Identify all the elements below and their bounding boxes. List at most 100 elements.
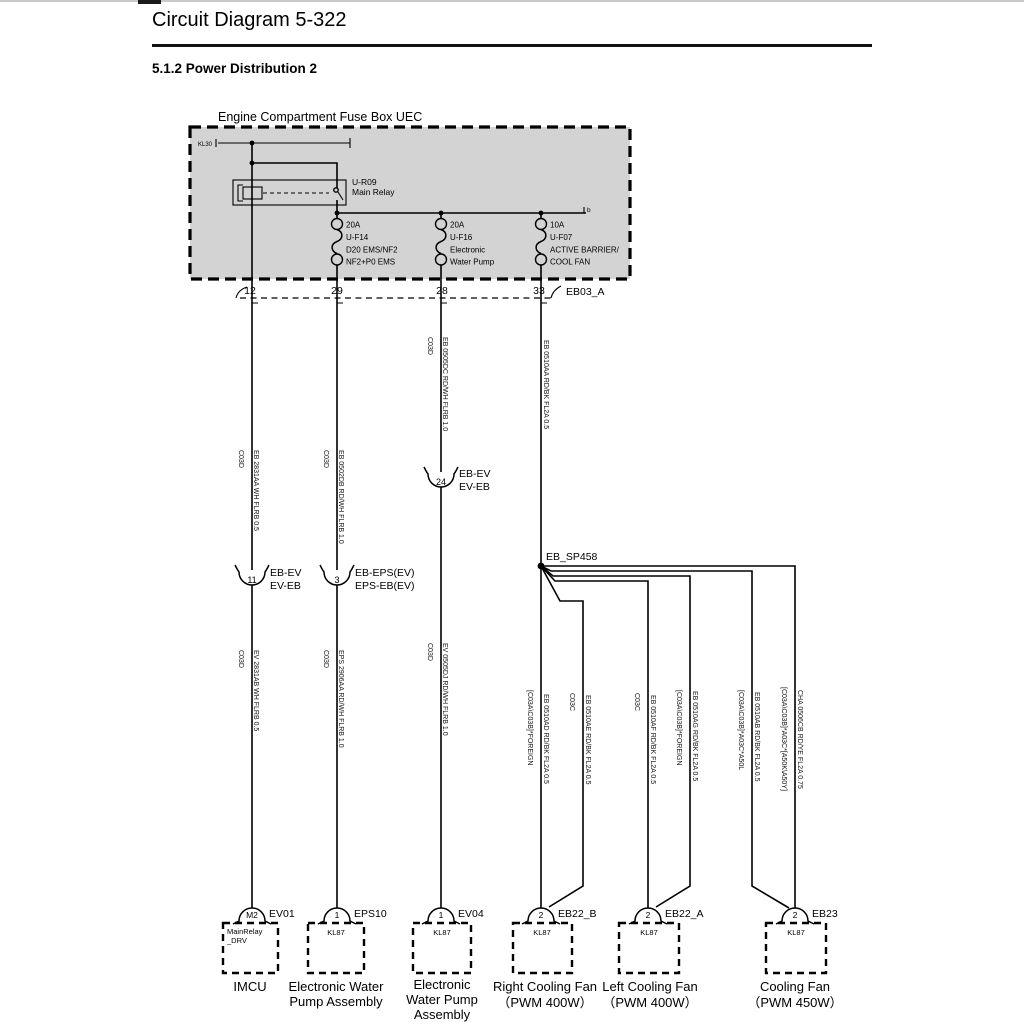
harness-code: [C03A\C03B]*A03C*[A50K\A50Y]: [780, 687, 787, 791]
pin-number: 33: [533, 285, 545, 297]
component-name: IMCU: [233, 979, 266, 994]
component-pin: 1: [335, 910, 340, 920]
component-connector-id: EV01: [269, 908, 295, 920]
fuse-id: U-F07: [550, 233, 573, 242]
component-left-cooling-fan: 2 EB22_A KL87 Left Cooling Fan （PWM 400W…: [602, 907, 704, 1010]
wire-spec: EB 0505DC RD/WH FLRB 1.0: [441, 337, 448, 431]
inline-connector-symbol: [423, 466, 459, 488]
inline-connector-name: EV-EB: [270, 580, 301, 592]
bus-end-label: b: [587, 207, 591, 214]
harness-code: [C03A\C03B]*FOREIGN: [675, 690, 682, 765]
component-name: （PWM 450W）: [747, 995, 842, 1010]
fuse-element: [331, 228, 343, 255]
wire-spec: EB 0510AE RD/BK FL2A 0.5: [584, 695, 591, 785]
title-divider: [152, 44, 872, 47]
component-right-cooling-fan: 2 EB22_B KL87 Right Cooling Fan （PWM 400…: [493, 907, 597, 1010]
component-name: Assembly: [414, 1007, 471, 1022]
inline-connector-name: EPS-EB(EV): [355, 580, 415, 592]
inline-connector-symbol: [234, 564, 270, 586]
component-name: Cooling Fan: [760, 979, 830, 994]
wire-spec: CHA 0506CB RD/YE FL2A 0.75: [796, 690, 803, 789]
splice-dot: [537, 562, 545, 570]
component-box: [411, 921, 473, 975]
component-connector-id: EB22_B: [558, 908, 597, 920]
inline-connector-name: EB-EPS(EV): [355, 567, 415, 579]
component-name: Water Pump: [406, 992, 478, 1007]
wire-spec: EPS 2906AA RD/WH FLRB 1.0: [337, 650, 344, 748]
component-pin: 2: [793, 910, 798, 920]
relay-coil-bracket: [237, 184, 243, 202]
harness-code: C03D: [426, 337, 433, 355]
component-ewp-assembly-eps10: 1 EPS10 KL87 Electronic Water Pump Assem…: [289, 907, 387, 1009]
component-ewp-assembly-ev04: 1 EV04 KL87 Electronic Water Pump Assemb…: [406, 907, 484, 1022]
relay-outline: [232, 179, 347, 206]
fuse-desc: Water Pump: [450, 258, 495, 267]
wire-spec: EB 0510AB RD/BK FL2A 0.5: [753, 692, 760, 782]
harness-code: C03D: [237, 650, 244, 668]
splice-branch-eb0510ab: [540, 565, 790, 909]
inline-connector-pin: 3: [334, 575, 339, 585]
fuse-element: [435, 228, 447, 255]
page-top-border: [0, 0, 1024, 2]
harness-code: C03D: [322, 450, 329, 468]
component-box: [306, 921, 366, 975]
harness-code: C03D: [426, 643, 433, 661]
fuse-element: [535, 228, 547, 255]
fuse-bottom-terminal: [330, 253, 344, 266]
inline-connector-11: 11 EB-EV EV-EB: [234, 564, 302, 592]
component-name: Pump Assembly: [289, 994, 383, 1009]
component-connector-id: EB22_A: [665, 908, 704, 920]
splice-eb-sp458: EB_SP458: [537, 551, 598, 570]
inline-connector-pin: 24: [436, 477, 446, 487]
fuse-rating: 10A: [550, 221, 565, 230]
wire-spec: EV 2831AB WH FLRB 0.5: [252, 650, 259, 731]
connector-bracket-right-hook: [550, 285, 562, 299]
wire-spec: EB 0510AA RD/BK FL2A 0.5: [542, 340, 549, 429]
component-box-label: KL87: [533, 928, 551, 937]
relay-contact: [333, 187, 339, 193]
wire-spec: EB 0510AF RD/BK FL2A 0.5: [649, 695, 656, 784]
wire-spec: EB 0510AD RD/BK FL2A 0.5: [542, 694, 549, 784]
harness-code: [C03A\C03B]*FOREIGN: [526, 690, 533, 765]
component-box-label: KL87: [433, 928, 451, 937]
fuse-box-outline: [188, 125, 632, 281]
harness-code: C03C: [633, 693, 640, 711]
pin-number: 29: [331, 285, 343, 297]
component-name: Electronic: [413, 977, 471, 992]
component-pin: 2: [539, 910, 544, 920]
inline-connector-symbol: [319, 564, 355, 586]
inline-connector-name: EB-EV: [270, 567, 302, 579]
fuse-desc: Electronic: [450, 246, 485, 255]
wire-labels: C03D EB 2831AA WH FLRB 0.5 C03D EB 0502D…: [237, 337, 803, 791]
harness-code: C03D: [237, 450, 244, 468]
harness-code: C03C: [568, 693, 575, 711]
fuse-bottom-terminal: [434, 253, 448, 266]
component-box-label: _DRV: [226, 936, 247, 945]
component-imcu: M2 EV01 MainRelay _DRV IMCU: [221, 907, 295, 994]
fuse-desc: NF2+P0 EMS: [346, 258, 395, 267]
component-cooling-fan: 2 EB23 KL87 Cooling Fan （PWM 450W）: [747, 907, 843, 1010]
component-box-label: KL87: [787, 928, 805, 937]
component-pin: 1: [439, 910, 444, 920]
component-box-label: MainRelay: [227, 927, 263, 936]
component-connector-id: EB23: [812, 908, 838, 920]
section-heading: 5.1.2 Power Distribution 2: [152, 61, 318, 76]
fuse-uf07: 10A U-F07 ACTIVE BARRIER/ COOL FAN: [534, 213, 620, 297]
relay-switch-feed: [252, 162, 338, 190]
wire-spec: EV 0505DJ RD/WH FLRB 1.0: [441, 643, 448, 736]
fuse-top-terminal: [534, 217, 548, 231]
inline-connector-pin: 11: [247, 575, 256, 585]
inline-connector-name: EB-EV: [459, 468, 491, 480]
splice-branch-eb0510af: [540, 565, 649, 908]
harness-code: [C03A\C03B]*A03C*A50L: [737, 690, 744, 770]
component-name: （PWM 400W）: [602, 995, 697, 1010]
fuse-uf14: 20A U-F14 D20 EMS/NF2 NF2+P0 EMS: [330, 213, 398, 297]
splice-label: EB_SP458: [546, 551, 598, 563]
kl30-label: KL30: [198, 142, 213, 148]
component-name: Right Cooling Fan: [493, 979, 597, 994]
inline-connector-24: 24 EB-EV EV-EB: [423, 466, 491, 493]
connector-id: EB03_A: [566, 286, 605, 298]
component-box-label: KL87: [327, 928, 345, 937]
